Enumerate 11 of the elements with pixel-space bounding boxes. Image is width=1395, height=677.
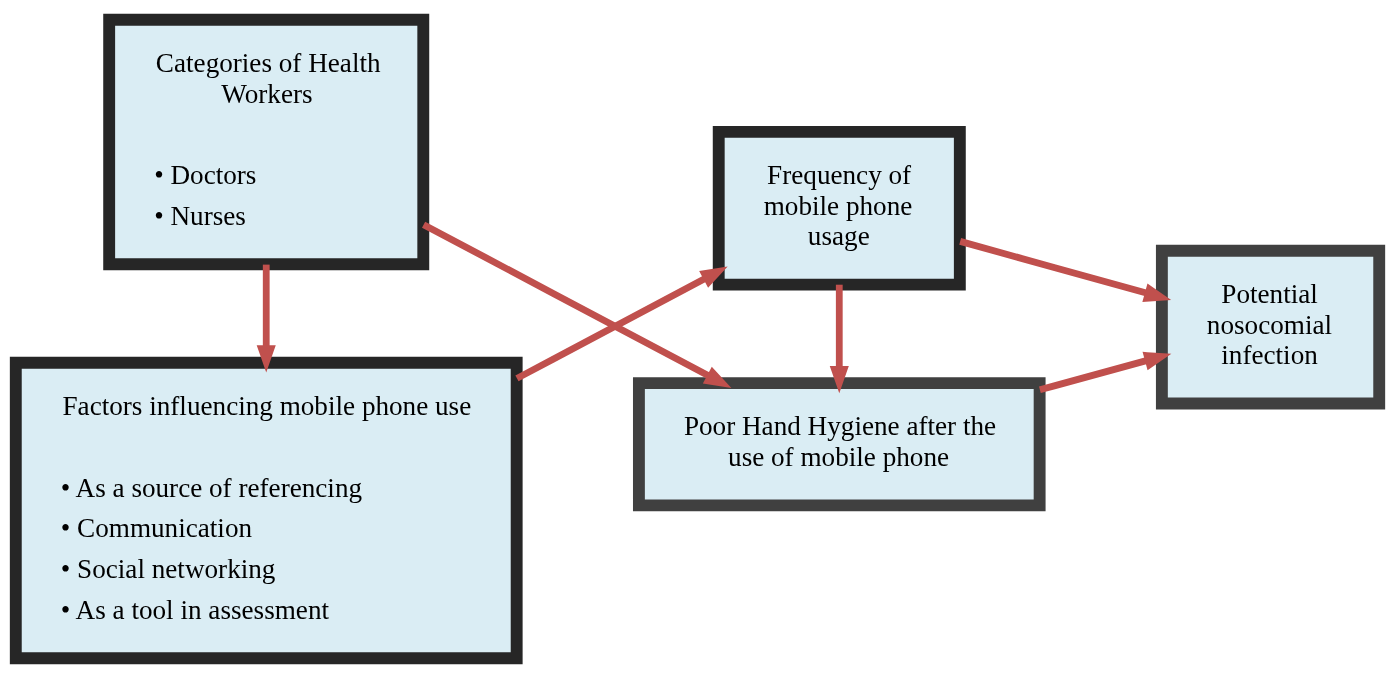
arrow [515, 266, 728, 381]
node-box: Categories of Health Workers • Doctors • Nurses [103, 13, 430, 270]
arrow [829, 284, 849, 393]
node-box: Factors influencing mobile phone use • As a source of referencing • Communication • Social networking • As a tool in assessment [9, 356, 523, 664]
node-box: Poor Hand Hygiene after the use of mobile phone [632, 376, 1046, 511]
node-box: Frequency of mobile phone usage [712, 125, 966, 291]
arrow [959, 237, 1172, 302]
node-box: Potential nosocomial infection [1155, 244, 1386, 409]
arrow [422, 221, 732, 388]
arrow [256, 264, 276, 372]
arrow [1039, 351, 1172, 393]
